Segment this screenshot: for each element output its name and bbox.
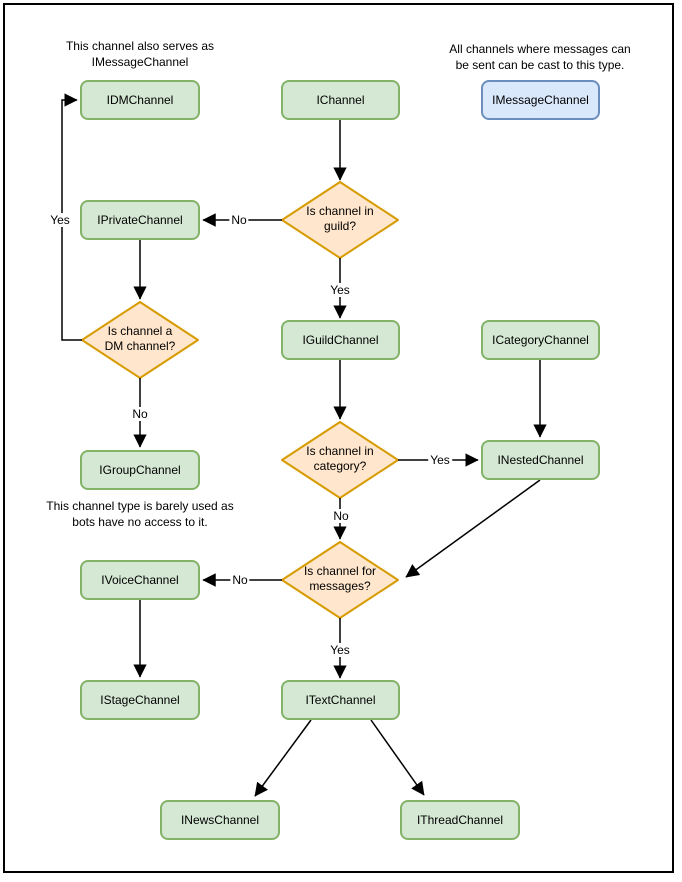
edge-label-6-no: No xyxy=(230,573,250,587)
flow-edge-text-to-thread xyxy=(370,719,425,796)
flow-node-label: IVoiceChannel xyxy=(101,573,179,587)
edge-label-5-no: No xyxy=(331,509,351,523)
flow-node-ithread-channel: IThreadChannel xyxy=(400,800,520,840)
flow-node-imessage-channel: IMessageChannel xyxy=(481,80,600,120)
flow-node-i-channel: IChannel xyxy=(281,80,400,120)
flow-node-iprivate-channel: IPrivateChannel xyxy=(80,200,200,240)
flow-node-label: IStageChannel xyxy=(100,693,180,707)
flow-node-icategory-channel: ICategoryChannel xyxy=(481,320,600,360)
flow-node-inested-channel: INestedChannel xyxy=(481,440,600,480)
flow-node-label: ITextChannel xyxy=(305,693,376,707)
decision-label-is-for-messages: Is channel for messages? xyxy=(303,564,377,593)
flow-node-idm-channel: IDMChannel xyxy=(80,80,200,120)
flow-node-iguild-channel: IGuildChannel xyxy=(281,320,400,360)
edge-label-0-yes: Yes xyxy=(48,213,72,227)
flow-node-label: IPrivateChannel xyxy=(97,213,183,227)
flow-node-label: ICategoryChannel xyxy=(492,333,589,347)
edge-label-7-yes: Yes xyxy=(328,643,352,657)
flow-node-label: IGuildChannel xyxy=(302,333,379,347)
annotation-idm-note: This channel also serves as IMessageChan… xyxy=(65,39,215,69)
flow-node-label: INestedChannel xyxy=(497,453,584,467)
flow-node-itext-channel: ITextChannel xyxy=(281,680,400,720)
decision-label-is-in-category: Is channel in category? xyxy=(306,444,374,473)
annotation-igroup-note: This channel type is barely used as bots… xyxy=(46,499,234,529)
edge-label-4-yes: Yes xyxy=(428,453,452,467)
flow-edge-text-to-news xyxy=(254,719,312,797)
annotation-imsg-note: All channels where messages can be sent … xyxy=(449,42,631,72)
flow-node-label: IGroupChannel xyxy=(99,463,181,477)
flow-node-label: IThreadChannel xyxy=(416,813,504,827)
flow-node-label: IChannel xyxy=(316,93,365,107)
flow-node-inews-channel: INewsChannel xyxy=(160,800,280,840)
edge-label-3-no: No xyxy=(130,407,150,421)
flow-node-label: IDMChannel xyxy=(106,93,174,107)
decision-label-is-dm-channel: Is channel a DM channel? xyxy=(104,324,176,353)
flow-node-label: IMessageChannel xyxy=(492,93,589,107)
edge-label-1-no: No xyxy=(229,213,249,227)
flow-edge-nested-to-msg-q xyxy=(405,479,541,578)
flow-node-label: INewsChannel xyxy=(180,813,260,827)
flow-node-igroup-channel: IGroupChannel xyxy=(80,450,200,490)
flow-node-ivoice-channel: IVoiceChannel xyxy=(80,560,200,600)
edge-label-2-yes: Yes xyxy=(328,283,352,297)
decision-label-is-in-guild: Is channel in guild? xyxy=(306,204,374,233)
flow-node-istage-channel: IStageChannel xyxy=(80,680,200,720)
